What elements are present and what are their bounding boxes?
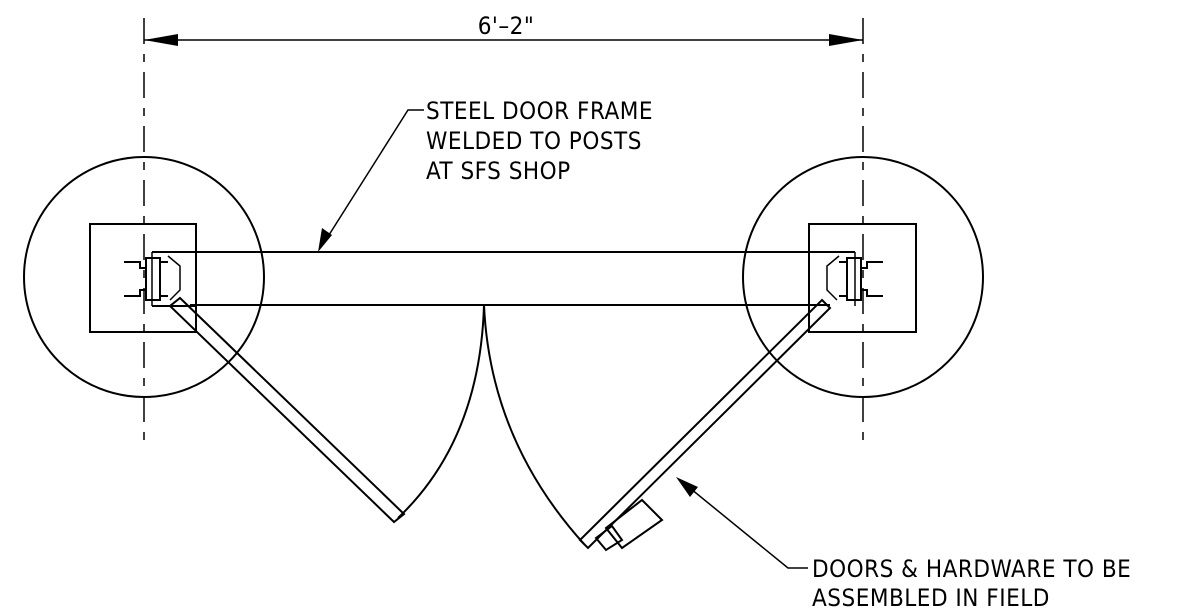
right-post — [742, 156, 984, 398]
right-post-square — [808, 223, 917, 333]
steel-door-frame — [152, 251, 855, 307]
left-door-swing-arc — [397, 304, 485, 519]
doors-note: DOORS & HARDWARE TO BE ASSEMBLED IN FIEL… — [676, 477, 1131, 610]
left-door-leaf — [168, 296, 485, 524]
left-post-h-section — [124, 257, 168, 301]
frame-note-line3: AT SFS SHOP — [426, 157, 571, 185]
dimension-arrow-left — [144, 34, 178, 46]
dimension-arrow-right — [829, 34, 863, 46]
right-post-h-section — [839, 257, 883, 301]
frame-note-line2: WELDED TO POSTS — [426, 127, 642, 155]
right-post-circle — [742, 156, 984, 398]
frame-note-line1: STEEL DOOR FRAME — [426, 97, 653, 125]
doors-note-line1: DOORS & HARDWARE TO BE — [812, 555, 1131, 583]
overall-dimension: 6'–2" — [144, 12, 863, 46]
dimension-label: 6'–2" — [478, 12, 535, 40]
doors-note-line2: ASSEMBLED IN FIELD — [812, 584, 1050, 610]
doors-note-leader — [679, 479, 808, 569]
frame-note-leader — [321, 109, 424, 247]
left-post-square — [89, 223, 197, 333]
frame-note: STEEL DOOR FRAME WELDED TO POSTS AT SFS … — [318, 97, 653, 252]
left-post — [23, 156, 265, 398]
right-door-swing-arc — [483, 304, 585, 545]
left-post-circle — [23, 156, 265, 398]
right-door-leaf — [483, 298, 832, 552]
door-hardware — [604, 498, 664, 550]
